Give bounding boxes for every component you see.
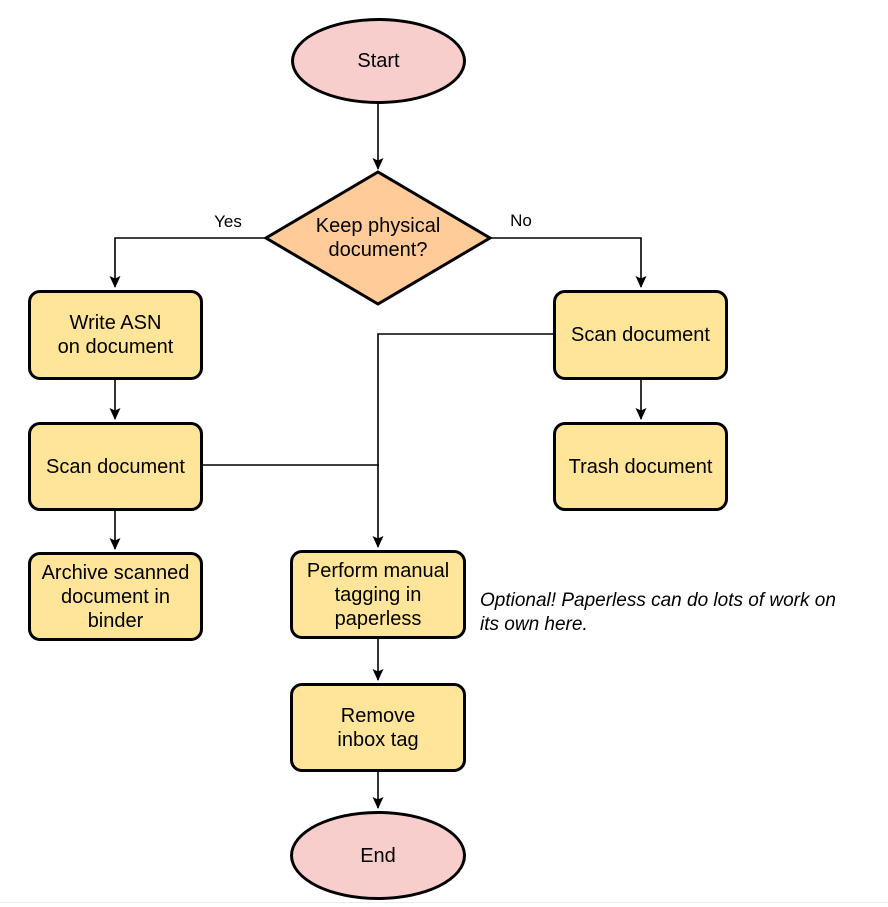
node-write-asn: Write ASN on document [28, 290, 203, 380]
node-manual-tagging-label: Perform manual tagging in paperless [306, 559, 450, 630]
node-remove-inbox-tag-label: Remove inbox tag [337, 704, 419, 751]
node-start-label: Start [357, 50, 400, 72]
optional-note: Optional! Paperless can do lots of work … [480, 590, 836, 635]
node-scan-document-left-label: Scan document [46, 455, 185, 478]
node-remove-inbox-tag: Remove inbox tag [290, 683, 466, 772]
edge-label-yes: Yes [214, 212, 242, 231]
bottom-divider [0, 902, 888, 903]
node-archive-scanned: Archive scanned document in binder [28, 552, 203, 641]
decision-diamond-shape [263, 170, 493, 306]
node-start: Start [291, 18, 466, 104]
node-scan-document-right: Scan document [553, 290, 728, 380]
node-decision-label: Keep physical document? [315, 215, 441, 261]
node-write-asn-label: Write ASN on document [57, 312, 174, 358]
node-scan-document-left: Scan document [28, 422, 203, 511]
node-end: End [290, 811, 466, 900]
node-end-label: End [360, 844, 396, 867]
node-trash-document-label: Trash document [568, 455, 713, 478]
edge-decision-no-to-scan-right [490, 237, 647, 288]
edge-scan-right-to-tagging [372, 333, 553, 548]
node-scan-document-right-label: Scan document [571, 324, 710, 346]
edge-decision-yes-to-write-asn [109, 237, 266, 288]
node-trash-document: Trash document [553, 422, 728, 511]
node-archive-scanned-label: Archive scanned document in binder [41, 561, 190, 632]
node-decision: Keep physical document? [293, 210, 463, 266]
edge-label-no: No [510, 211, 532, 230]
node-manual-tagging: Perform manual tagging in paperless [290, 550, 466, 639]
